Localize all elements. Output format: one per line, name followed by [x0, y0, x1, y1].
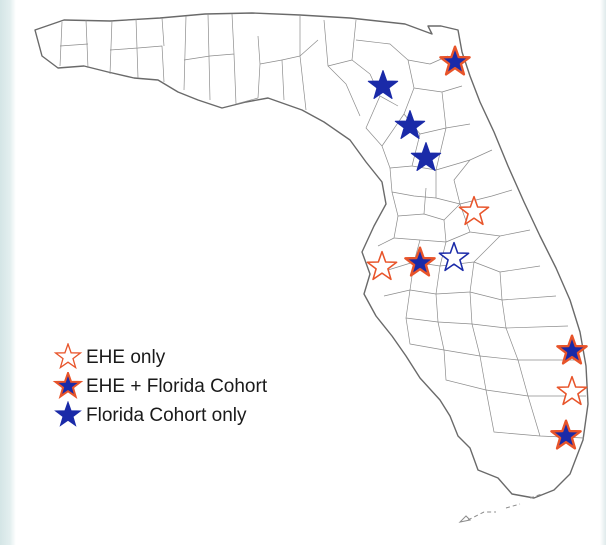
- map-legend: EHE only EHE + Florida Cohort Florida Co…: [50, 343, 370, 430]
- star-outline-orange-icon: [54, 343, 82, 369]
- legend-item-cohort-only: Florida Cohort only: [50, 401, 370, 430]
- legend-label-cohort-only: Florida Cohort only: [86, 405, 247, 426]
- star-solid-blue-icon: [55, 401, 81, 426]
- florida-state-outline: [34, 12, 589, 499]
- legend-item-ehe-cohort: EHE + Florida Cohort: [50, 372, 370, 401]
- legend-label-ehe-cohort: EHE + Florida Cohort: [86, 376, 268, 397]
- county-lines: [59, 13, 586, 523]
- star-blue-orange-outline-icon: [54, 372, 82, 398]
- legend-item-ehe-only: EHE only: [50, 343, 370, 372]
- legend-label-ehe-only: EHE only: [86, 347, 166, 368]
